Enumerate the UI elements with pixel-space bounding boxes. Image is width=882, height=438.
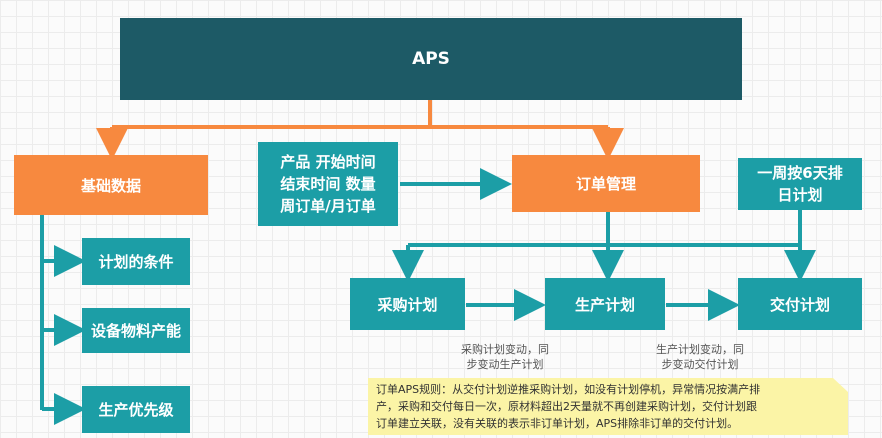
purchase-plan-node: 采购计划 (350, 278, 465, 330)
basic-data-node: 基础数据 (14, 155, 208, 215)
equipment-capacity-node: 设备物料产能 (82, 308, 190, 353)
priority-node: 生产优先级 (82, 386, 190, 433)
order-input-line: 结束时间 数量 (280, 175, 376, 193)
delivery-plan-node: 交付计划 (738, 278, 862, 330)
order-input-line: 产品 开始时间 (280, 153, 376, 171)
caption-line: 生产计划变动，同 (656, 343, 744, 356)
note-line: 产，采购和交付每日一次，原材料超出2天量就不再创建采购计划，交付计划跟 (376, 400, 757, 413)
caption-line: 采购计划变动，同 (461, 343, 549, 356)
aps-node: APS (120, 18, 742, 100)
purchase-caption: 采购计划变动，同 步变动生产计划 (445, 342, 565, 372)
order-input-line: 周订单/月订单 (280, 197, 376, 215)
production-plan-node: 生产计划 (545, 278, 665, 330)
caption-line: 步变动生产计划 (466, 358, 544, 371)
plan-conditions-node: 计划的条件 (82, 238, 190, 285)
order-management-node: 订单管理 (512, 155, 700, 212)
weekly-plan-node: 一周按6天排 日计划 (738, 158, 862, 210)
note-line: 订单APS规则：从交付计划逆推采购计划，如没有计划停机，异常情况按满产排 (376, 383, 761, 396)
weekly-plan-line: 日计划 (777, 186, 823, 204)
production-caption: 生产计划变动，同 步变动交付计划 (640, 342, 760, 372)
aps-rules-note: 订单APS规则：从交付计划逆推采购计划，如没有计划停机，异常情况按满产排 产，采… (368, 378, 848, 435)
order-input-node: 产品 开始时间 结束时间 数量 周订单/月订单 (258, 142, 398, 226)
note-line: 订单建立关联，没有关联的表示非订单计划，APS排除非订单的交付计划。 (376, 417, 739, 430)
weekly-plan-line: 一周按6天排 (757, 164, 843, 182)
caption-line: 步变动交付计划 (661, 358, 739, 371)
